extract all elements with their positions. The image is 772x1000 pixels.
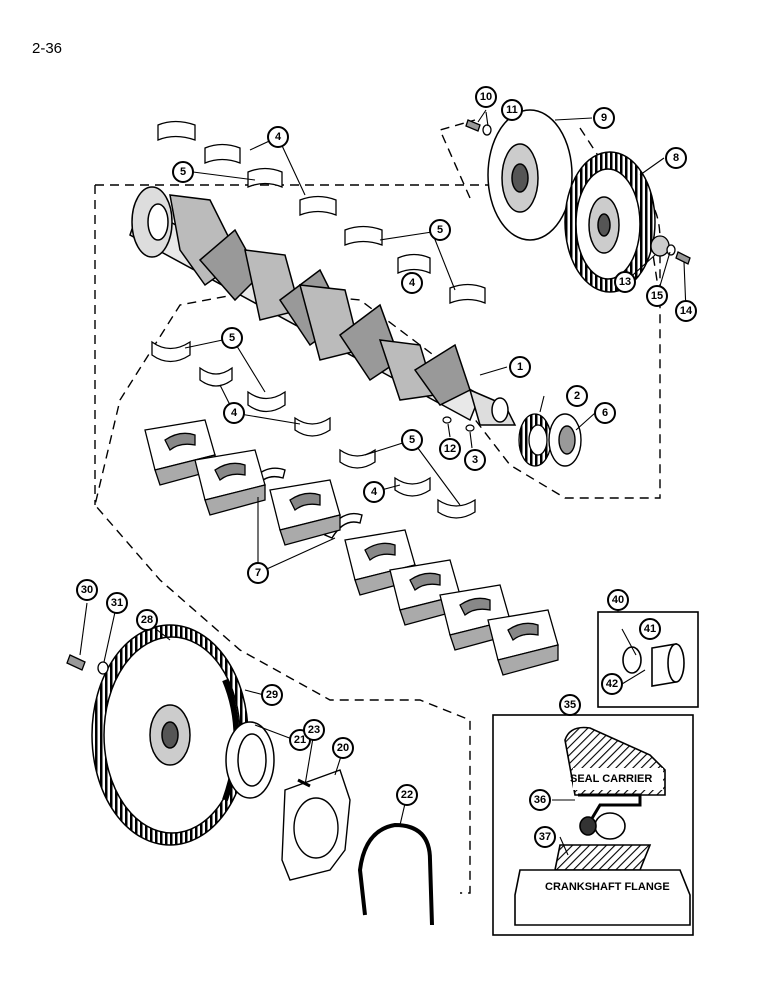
svg-text:12: 12 [444,443,456,455]
svg-text:4: 4 [231,407,238,419]
callout-10: 10 [475,86,497,108]
svg-text:41: 41 [644,623,656,635]
callout-5a: 5 [172,161,194,183]
svg-text:9: 9 [601,112,607,124]
svg-text:4: 4 [275,131,282,143]
svg-text:5: 5 [409,434,415,446]
callout-36: 36 [529,789,551,811]
woodruff-keys [442,416,475,432]
callout-41: 41 [639,618,661,640]
callout-5b: 5 [429,219,451,241]
callout-4c: 4 [223,402,245,424]
callout-4b: 4 [401,272,423,294]
callout-1: 1 [509,356,531,378]
svg-text:22: 22 [401,789,413,801]
rear-oil-seal [225,721,275,799]
callout-5c: 5 [221,327,243,349]
front-oil-seal [548,413,582,467]
callout-42: 42 [601,673,623,695]
svg-text:3: 3 [472,454,478,466]
svg-text:40: 40 [612,594,624,606]
svg-text:5: 5 [229,332,235,344]
callout-29: 29 [261,684,283,706]
callout-22: 22 [396,784,418,806]
callout-2: 2 [566,385,588,407]
svg-text:42: 42 [606,678,618,690]
callout-11: 11 [501,99,523,121]
svg-text:7: 7 [255,567,261,579]
callout-31: 31 [106,592,128,614]
pulley-hardware [465,119,492,136]
callout-8: 8 [665,147,687,169]
svg-text:6: 6 [602,407,608,419]
svg-text:4: 4 [371,486,378,498]
callout-4a: 4 [267,126,289,148]
crankshaft-pulley [487,109,573,241]
upper-bearing-shells [157,120,486,304]
svg-text:23: 23 [308,724,320,736]
crankshaft [129,186,517,426]
svg-text:11: 11 [506,104,518,116]
svg-text:5: 5 [180,166,186,178]
flywheel-hardware [66,654,109,675]
callout-4d: 4 [363,481,385,503]
callout-28: 28 [136,609,158,631]
svg-text:29: 29 [266,689,278,701]
svg-text:31: 31 [111,597,123,609]
svg-text:21: 21 [294,734,306,746]
callout-9: 9 [593,107,615,129]
damper-hardware [650,235,691,265]
main-bearing-caps [144,419,559,676]
svg-text:20: 20 [337,742,349,754]
svg-text:10: 10 [480,91,492,103]
svg-text:15: 15 [651,290,663,302]
svg-text:1: 1 [517,361,523,373]
callout-13: 13 [614,271,636,293]
page-number: 2-36 [32,40,63,57]
rear-seal-carrier [281,769,351,881]
callout-3: 3 [464,449,486,471]
svg-text:28: 28 [141,614,153,626]
carrier-bolt [297,778,311,788]
callout-37: 37 [534,826,556,848]
callout-35: 35 [559,694,581,716]
svg-text:30: 30 [81,584,93,596]
svg-text:35: 35 [564,699,576,711]
callout-23: 23 [303,719,325,741]
callout-40: 40 [607,589,629,611]
svg-text:5: 5 [437,224,443,236]
crankshaft-gear [518,413,552,467]
svg-text:37: 37 [539,831,551,843]
lower-bearing-shells [151,340,476,519]
svg-text:4: 4 [409,277,416,289]
rear-gasket [357,822,434,926]
callout-12: 12 [439,438,461,460]
vibration-damper [564,151,656,293]
seal-carrier-label: SEAL CARRIER [570,773,652,785]
svg-text:8: 8 [673,152,679,164]
callout-5d: 5 [401,429,423,451]
callout-14: 14 [675,300,697,322]
svg-text:36: 36 [534,794,546,806]
callout-15: 15 [646,285,668,307]
callout-7: 7 [247,562,269,584]
svg-text:13: 13 [619,276,631,288]
inset-seal-detail [492,714,694,936]
callout-30: 30 [76,579,98,601]
callout-6: 6 [594,402,616,424]
svg-text:2: 2 [574,390,580,402]
callout-20: 20 [332,737,354,759]
flywheel [91,624,249,846]
crankshaft-flange-label: CRANKSHAFT FLANGE [545,881,670,893]
svg-text:14: 14 [680,305,693,317]
